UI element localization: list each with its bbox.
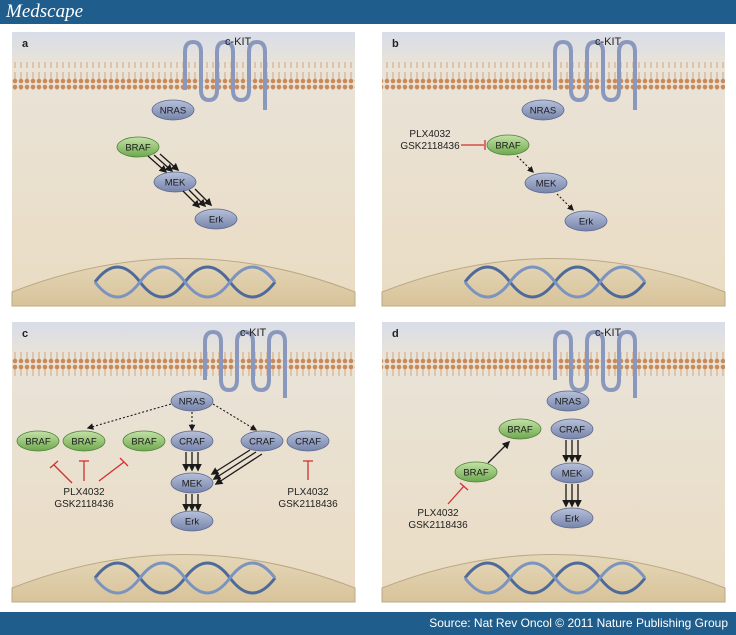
panel-a-braf-node (116, 136, 160, 158)
panel-c-craf2-label: CRAF (249, 437, 275, 448)
panel-c-braf2-node (62, 430, 106, 452)
footer-bar: Source: Nat Rev Oncol © 2011 Nature Publ… (0, 612, 736, 635)
panel-c-braf3-label: BRAF (131, 437, 157, 448)
panel-c-craf2-node (240, 430, 284, 452)
panel-c-letter: c (22, 328, 28, 340)
panel-b-inhibitor-line1: PLX4032 (409, 129, 451, 140)
panel-a-mek-node (153, 171, 197, 193)
panel-b-nras-node (521, 99, 565, 121)
panel-a-erk-node (194, 208, 238, 230)
panel-d-letter: d (392, 328, 399, 340)
panel-c-erk-node (170, 510, 214, 532)
panel-d: c-KIT d NRAS BRAF CRAF BRAF PLX4032 GSK2… (381, 322, 726, 603)
panel-a: c-KIT a NRAS BRAF MEK Erk (11, 32, 356, 307)
panel-c-braf-inhibition-marks (49, 457, 129, 484)
panel-a-erk-label: Erk (209, 215, 224, 226)
panel-a-letter: a (22, 38, 29, 50)
panel-b-erk-label: Erk (579, 217, 594, 228)
panel-c-erk-label: Erk (185, 517, 200, 528)
panel-d-receptor-label: c-KIT (595, 327, 622, 339)
panel-b-erk-node (564, 210, 608, 232)
panel-a-mek-label: MEK (165, 178, 186, 189)
panel-a-dna-icon (93, 265, 277, 299)
panel-c-receptor-icon (203, 329, 287, 398)
panel-c-craf1-label: CRAF (179, 437, 205, 448)
panel-d-erk-label: Erk (565, 514, 580, 525)
panel-d-mek-label: MEK (562, 469, 583, 480)
panel-d-erk-node (550, 507, 594, 529)
panel-c-mek-node (170, 472, 214, 494)
panel-c-braf1-label: BRAF (25, 437, 51, 448)
panel-c-receptor-label: c-KIT (240, 327, 267, 339)
panel-d-craf-node (550, 418, 594, 440)
panel-c: c-KIT c NRAS BRAF BRAF BRAF CRAF CRAF CR… (11, 322, 356, 603)
panel-c-nras-label: NRAS (179, 397, 205, 408)
panel-d-mek-erk-arrows (562, 484, 582, 508)
panel-b-inhibition-mark (461, 140, 486, 150)
panel-b-mek-label: MEK (536, 179, 557, 190)
panel-d-receptor-icon (553, 329, 637, 398)
header-bar: Medscape (0, 0, 736, 24)
panel-d-nras-node (546, 390, 590, 412)
panel-c-craf3-node (286, 430, 330, 452)
panel-b: c-KIT b NRAS PLX4032 GSK2118436 BRAF MEK… (381, 32, 726, 307)
panel-c-inhibitor-right-line1: PLX4032 (287, 487, 329, 498)
panel-d-braf-bound-label: BRAF (463, 468, 489, 479)
panel-c-inhibitor-right-line2: GSK2118436 (278, 499, 338, 510)
panel-c-inhibitor-left-line1: PLX4032 (63, 487, 105, 498)
panel-b-receptor-label: c-KIT (595, 36, 622, 48)
panel-d-inhibitor-line1: PLX4032 (417, 508, 459, 519)
panel-c-mek-label: MEK (182, 479, 203, 490)
panel-b-braf-node (486, 134, 530, 156)
panel-c-nras-arrows (86, 403, 258, 432)
panel-c-craf-mek-arrows (182, 449, 263, 485)
panel-c-craf1-node (170, 430, 214, 452)
panel-b-receptor-icon (553, 39, 637, 110)
panel-c-braf2-label: BRAF (71, 437, 97, 448)
panel-c-braf3-node (122, 430, 166, 452)
panel-d-braf-active-node (498, 418, 542, 440)
panel-c-membrane (12, 352, 355, 380)
panel-d-dna-icon (463, 561, 647, 595)
panel-d-craf-label: CRAF (559, 425, 585, 436)
panel-a-receptor-label: c-KIT (225, 36, 252, 48)
panel-d-transactivation-arrow (487, 440, 511, 464)
panel-c-nras-node (170, 390, 214, 412)
panel-c-inhibitor-left-line2: GSK2118436 (54, 499, 114, 510)
panel-b-braf-label: BRAF (495, 141, 521, 152)
panel-a-mek-erk-arrows (182, 188, 213, 209)
medscape-logo: Medscape (6, 1, 84, 22)
pathway-figure: c-KIT a NRAS BRAF MEK Erk c-KIT b (11, 32, 726, 603)
panel-b-dna-icon (463, 265, 647, 299)
panel-d-inhibition-mark (447, 482, 469, 505)
panel-a-braf-mek-arrows (147, 153, 180, 174)
panel-c-dna-icon (93, 561, 277, 595)
panel-b-mek-node (524, 172, 568, 194)
panel-c-braf1-node (16, 430, 60, 452)
panel-d-mek-node (550, 462, 594, 484)
panel-c-craf3-label: CRAF (295, 437, 321, 448)
panel-b-inhibitor-line2: GSK2118436 (400, 141, 460, 152)
panel-d-braf-active-label: BRAF (507, 425, 533, 436)
panel-b-letter: b (392, 38, 399, 50)
panel-d-craf-mek-arrows (562, 440, 582, 463)
panel-a-braf-label: BRAF (125, 143, 151, 154)
panel-d-braf-bound-node (454, 461, 498, 483)
panel-a-nras-label: NRAS (160, 106, 186, 117)
panel-b-nras-label: NRAS (530, 106, 556, 117)
source-credit: Source: Nat Rev Oncol © 2011 Nature Publ… (429, 616, 728, 630)
panel-a-receptor-icon (183, 39, 267, 110)
panel-d-nras-label: NRAS (555, 397, 581, 408)
panel-c-craf-inhibition-mark (303, 460, 313, 480)
panel-c-mek-erk-arrows (182, 494, 202, 512)
panel-a-nras-node (151, 99, 195, 121)
panel-d-inhibitor-line2: GSK2118436 (408, 520, 468, 531)
